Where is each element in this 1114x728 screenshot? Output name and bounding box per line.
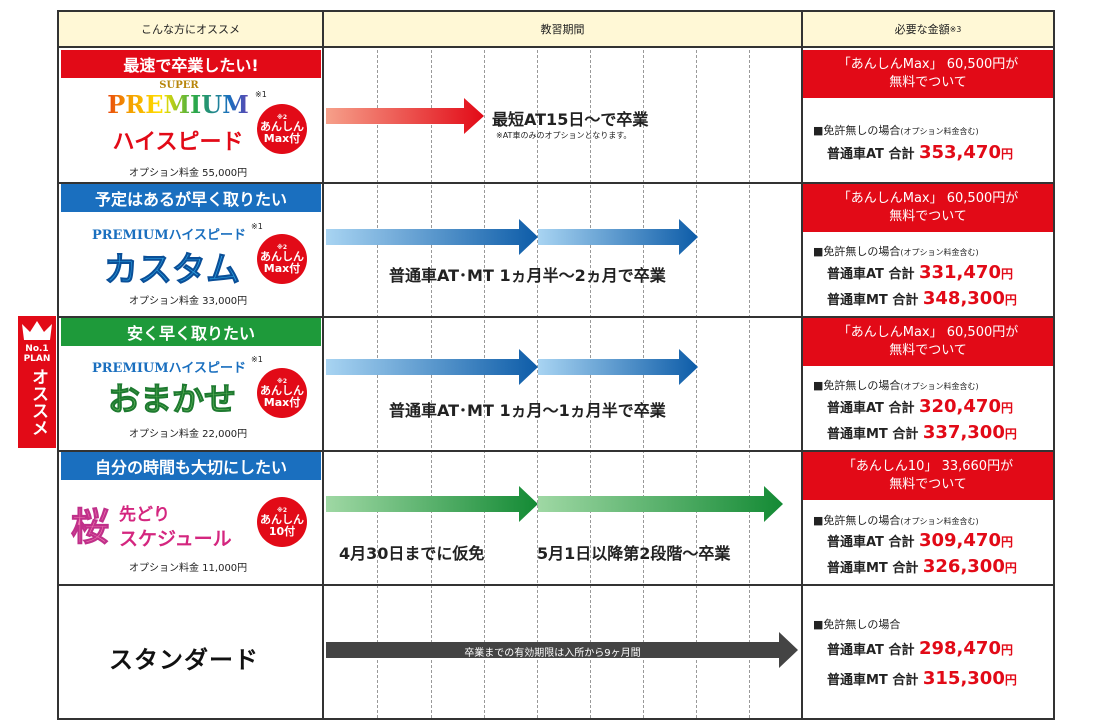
promo-banner: 「あんしんMax」 60,500円が 無料でついて	[803, 318, 1053, 366]
period-arrow	[326, 632, 798, 668]
row-divider	[59, 182, 1053, 184]
badge-line2: Max付	[263, 395, 301, 409]
col-divider	[322, 12, 324, 718]
logo-note: ※1	[251, 355, 263, 364]
badge-note: ※2	[276, 506, 287, 514]
row-divider	[59, 584, 1053, 586]
grid-line	[749, 50, 750, 718]
logo-note: ※1	[251, 222, 263, 231]
logo-premium-highspeed: PREMIUMハイスピード	[91, 228, 247, 243]
plan-table: こんな方にオススメ 教習期間 必要な金額※3 最速で卒業したい! SUPER P…	[57, 10, 1055, 720]
condition-label: ■免許無しの場合(オプション料金含む)	[813, 514, 979, 527]
badge-line2: Max付	[263, 261, 301, 275]
grid-line	[590, 50, 591, 718]
period-arrow	[326, 486, 783, 522]
promo-line2: 無料でついて	[889, 75, 967, 90]
logo-omakase: おまかせ	[107, 380, 236, 419]
promo-line1: 「あんしん10」 33,660円が	[842, 459, 1014, 474]
category-bar: 予定はあるが早く取りたい	[61, 184, 321, 212]
badge-line1: あんしん	[260, 249, 304, 263]
category-bar: 安く早く取りたい	[61, 318, 321, 346]
promo-line2: 無料でついて	[889, 209, 967, 224]
no1-label: No.1	[25, 344, 49, 354]
badge-note: ※2	[276, 113, 287, 121]
badge-line2: 10付	[268, 524, 296, 538]
period-text: 普通車AT･MT 1ヵ月〜1ヵ月半で卒業	[389, 401, 666, 420]
promo-line1: 「あんしんMax」 60,500円が	[837, 57, 1019, 72]
grid-line	[484, 50, 485, 718]
header-price: 必要な金額※3	[803, 12, 1053, 48]
category-bar: 最速で卒業したい!	[61, 50, 321, 78]
promo-banner: 「あんしんMax」 60,500円が 無料でついて	[803, 184, 1053, 232]
category-bar: 自分の時間も大切にしたい	[61, 452, 321, 480]
header-recommend: こんな方にオススメ	[59, 12, 322, 48]
grid-line	[643, 50, 644, 718]
plan-label: PLAN	[23, 354, 51, 364]
period-arrow	[326, 98, 484, 134]
period-text: 普通車AT･MT 1ヵ月半〜2ヵ月で卒業	[389, 266, 666, 285]
price-line: 普通車MT 合計 348,300円	[827, 288, 1017, 309]
price-line: 普通車MT 合計 337,300円	[827, 422, 1017, 443]
option-fee: オプション料金 33,000円	[129, 296, 248, 307]
price-line: 普通車AT 合計 309,470円	[827, 530, 1013, 551]
price-line: 普通車AT 合計 353,470円	[827, 142, 1013, 163]
header-period: 教習期間	[324, 12, 801, 48]
condition-label: ■免許無しの場合	[813, 618, 901, 631]
condition-label: ■免許無しの場合(オプション料金含む)	[813, 245, 979, 258]
price-line: 普通車AT 合計 331,470円	[827, 262, 1013, 283]
period-text-b: 5月1日以降第2段階〜卒業	[537, 544, 731, 563]
option-fee: オプション料金 55,000円	[129, 168, 248, 179]
badge-note: ※2	[276, 377, 287, 385]
price-line: 普通車MT 合計 326,300円	[827, 556, 1017, 577]
anshin-10-badge: ※2 あんしん 10付	[257, 497, 307, 547]
grid-line	[377, 50, 378, 718]
period-arrow	[326, 349, 698, 385]
badge-line1: あんしん	[260, 119, 304, 133]
anshin-max-badge: ※2 あんしん Max付	[257, 104, 307, 154]
logo-custom: カスタム	[104, 250, 241, 291]
grid-line	[431, 50, 432, 718]
promo-banner: 「あんしんMax」 60,500円が 無料でついて	[803, 50, 1053, 98]
crown-icon	[22, 321, 52, 340]
period-text: 卒業までの有効期限は入所から9ヶ月間	[464, 648, 641, 659]
promo-line2: 無料でついて	[889, 343, 967, 358]
anshin-max-badge: ※2 あんしん Max付	[257, 234, 307, 284]
condition-label: ■免許無しの場合(オプション料金含む)	[813, 124, 979, 137]
promo-banner: 「あんしん10」 33,660円が 無料でついて	[803, 452, 1053, 500]
option-fee: オプション料金 22,000円	[129, 429, 248, 440]
promo-line1: 「あんしんMax」 60,500円が	[837, 325, 1019, 340]
option-fee: オプション料金 11,000円	[129, 563, 248, 574]
logo-highspeed: ハイスピード	[112, 130, 244, 155]
period-text-a: 4月30日までに仮免	[339, 544, 485, 563]
row-divider	[59, 450, 1053, 452]
no1-plan-badge: No.1 PLAN オススメ	[18, 316, 56, 448]
logo-note: ※1	[255, 90, 267, 99]
badge-line1: あんしん	[260, 512, 304, 526]
osusume-label: オススメ	[28, 368, 48, 436]
logo-standard: スタンダード	[109, 646, 259, 674]
badge-note: ※2	[276, 243, 287, 251]
logo-sakura: 桜	[70, 505, 110, 550]
badge-line1: あんしん	[260, 383, 304, 397]
row-divider	[59, 316, 1053, 318]
badge-line2: Max付	[263, 131, 301, 145]
grid-line	[696, 50, 697, 718]
period-note: ※AT車のみのオプションとなります。	[496, 131, 632, 140]
logo-schedule: スケジュール	[119, 528, 232, 550]
anshin-max-badge: ※2 あんしん Max付	[257, 368, 307, 418]
promo-line2: 無料でついて	[889, 477, 967, 492]
price-line: 普通車AT 合計 298,470円	[827, 638, 1013, 659]
condition-label: ■免許無しの場合(オプション料金含む)	[813, 379, 979, 392]
promo-line1: 「あんしんMax」 60,500円が	[837, 191, 1019, 206]
price-line: 普通車AT 合計 320,470円	[827, 396, 1013, 417]
period-arrow	[326, 219, 698, 255]
period-text: 最短AT15日〜で卒業	[492, 110, 649, 129]
logo-premium: PREMIUM	[93, 90, 263, 119]
logo-super: SUPER	[159, 80, 199, 91]
logo-sakidori: 先どり	[119, 505, 170, 525]
price-line: 普通車MT 合計 315,300円	[827, 668, 1017, 689]
logo-premium-highspeed: PREMIUMハイスピード	[91, 361, 247, 376]
grid-line	[537, 50, 538, 718]
col-divider	[801, 12, 803, 718]
